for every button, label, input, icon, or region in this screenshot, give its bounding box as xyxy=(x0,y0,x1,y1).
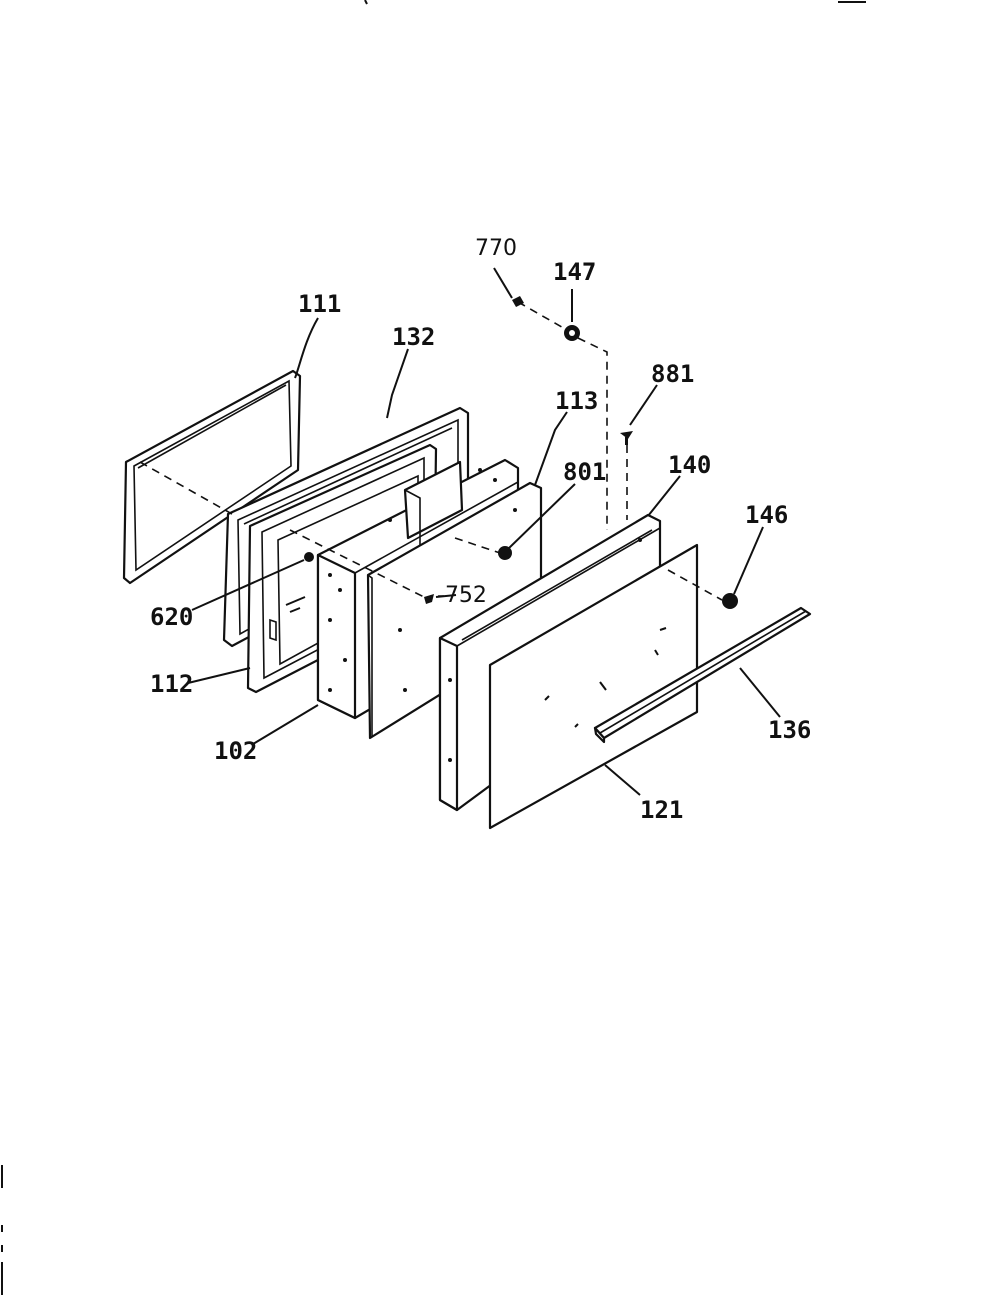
label-881: 881 xyxy=(651,360,694,388)
label-770: 770 xyxy=(475,236,517,261)
part-113-door-panel xyxy=(366,481,543,740)
label-132: 132 xyxy=(392,323,435,351)
label-752: -752 xyxy=(437,583,487,608)
label-112: 112 xyxy=(150,670,193,698)
label-801: 801 xyxy=(563,458,606,486)
part-752-screw xyxy=(424,594,434,604)
part-620-screw xyxy=(304,552,314,562)
label-113: 113 xyxy=(555,387,598,415)
label-111: 111 xyxy=(298,290,341,318)
label-121: 121 xyxy=(640,796,683,824)
top-edge-marks xyxy=(364,0,866,5)
part-146-spacer xyxy=(722,593,738,609)
part-147-spacer xyxy=(564,325,580,341)
label-146: 146 xyxy=(745,501,788,529)
part-770-screw xyxy=(512,296,524,307)
leader-lines xyxy=(187,267,781,796)
label-102: 102 xyxy=(214,737,257,765)
part-881-screw xyxy=(620,431,633,445)
label-147: 147 xyxy=(553,258,596,286)
label-136: 136 xyxy=(768,716,811,744)
assembly-lines xyxy=(139,301,723,601)
label-620: 620 xyxy=(150,603,193,631)
label-140: 140 xyxy=(668,451,711,479)
part-121-door-glass xyxy=(488,543,699,830)
part-111-door-seal xyxy=(122,369,302,585)
part-136-door-handle xyxy=(593,606,812,744)
